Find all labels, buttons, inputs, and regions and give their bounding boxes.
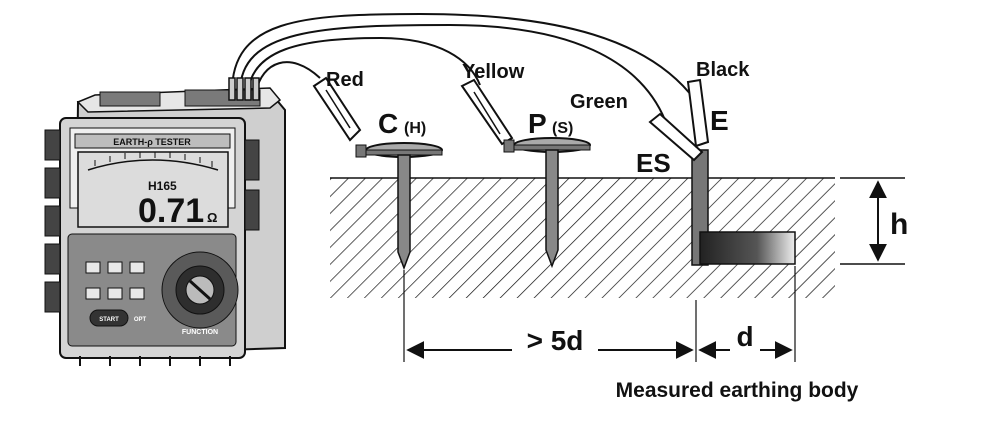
opt-label: OPT bbox=[134, 317, 147, 323]
black-wire bbox=[231, 12, 696, 101]
lcd-display bbox=[77, 151, 229, 228]
c-electrode-label: C bbox=[378, 108, 398, 139]
green-wire-label: Green bbox=[570, 91, 628, 113]
display-unit: Ω bbox=[207, 210, 217, 225]
display-value: 0.71 bbox=[138, 192, 204, 230]
c-electrode bbox=[355, 142, 443, 271]
p-electrode bbox=[503, 137, 591, 269]
start-button[interactable] bbox=[89, 309, 129, 327]
panel-button-6[interactable] bbox=[129, 287, 145, 300]
panel-button-2[interactable] bbox=[107, 261, 123, 274]
yellow-wire-label: Yellow bbox=[462, 61, 525, 83]
p-electrode-sublabel: (S) bbox=[552, 120, 573, 137]
green-wire bbox=[239, 23, 666, 121]
e-electrode-label: E bbox=[710, 105, 729, 136]
black-wire-label: Black bbox=[696, 59, 750, 81]
yellow-clip bbox=[460, 78, 514, 146]
yellow-wire bbox=[247, 36, 481, 93]
display-mode: H165 bbox=[148, 179, 177, 193]
green-clip bbox=[648, 112, 704, 162]
start-label: START bbox=[99, 317, 119, 323]
tester-title: EARTH-ρ TESTER bbox=[113, 137, 191, 147]
depth-label: h bbox=[890, 208, 908, 241]
analog-scale bbox=[87, 159, 219, 171]
panel-button-1[interactable] bbox=[85, 261, 101, 274]
p-electrode-label: P bbox=[528, 108, 547, 139]
panel-button-5[interactable] bbox=[107, 287, 123, 300]
c-electrode-sublabel: (H) bbox=[404, 120, 426, 137]
panel-button-3[interactable] bbox=[129, 261, 145, 274]
test-leads bbox=[231, 12, 696, 121]
panel-button-4[interactable] bbox=[85, 287, 101, 300]
spacing-dimension bbox=[403, 266, 796, 362]
function-label: FUNCTION bbox=[182, 329, 218, 336]
depth-dimension bbox=[840, 177, 905, 265]
earthing-body bbox=[691, 149, 796, 266]
black-clip bbox=[686, 78, 710, 148]
red-wire-label: Red bbox=[326, 69, 364, 91]
red-clip bbox=[312, 76, 362, 142]
d-label: d bbox=[736, 321, 753, 352]
caption: Measured earthing body bbox=[616, 379, 859, 402]
earth-tester-device: EARTH-ρ TESTER H165 0.71 Ω FUNCTION bbox=[44, 77, 286, 366]
spacing-label: > 5d bbox=[527, 325, 584, 356]
es-electrode-label: ES bbox=[636, 148, 671, 178]
